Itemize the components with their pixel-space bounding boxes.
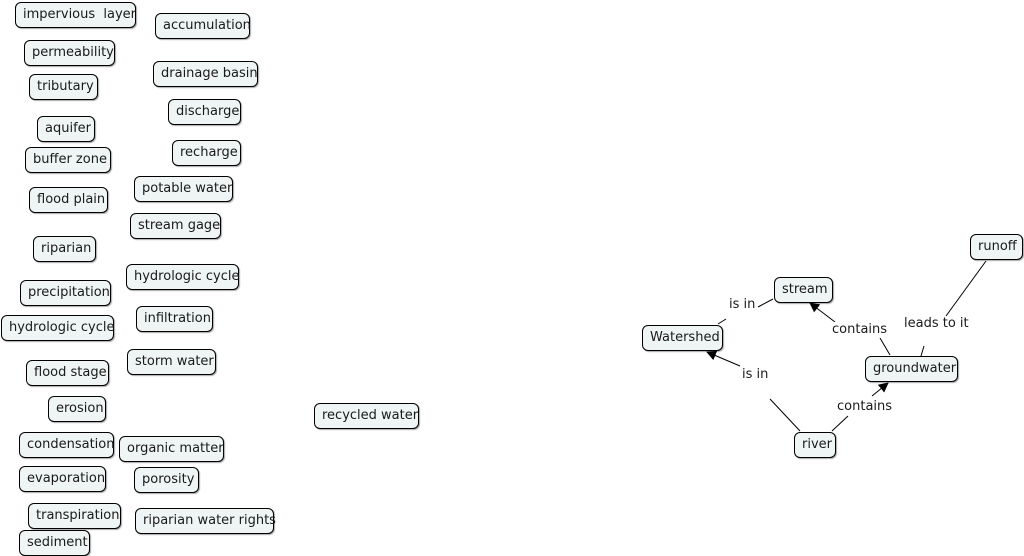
arrow-contains-to-stream [809,302,836,323]
concept-potable-water[interactable]: potable water [134,176,233,202]
concept-accumulation[interactable]: accumulation [155,13,251,39]
link-label-groundwater-contains[interactable]: contains [830,322,890,338]
link-label-leads-to-it[interactable]: leads to it [902,316,971,332]
concept-permeability[interactable]: permeability [24,40,115,66]
concept-erosion[interactable]: erosion [48,396,106,422]
concept-hydrologic-cycle[interactable]: hydrologic cycle [126,264,240,290]
concept-flood-plain[interactable]: flood plain [29,187,108,213]
concept-transpiration[interactable]: transpiration [28,503,121,529]
concept-hydrologic-cycle-left[interactable]: hydrologic cycle [1,315,115,341]
concept-stream[interactable]: stream [774,277,833,303]
concept-riparian-water-rights[interactable]: riparian water rights [135,508,276,534]
concept-organic-matter[interactable]: organic matter [119,436,224,462]
concept-infiltration[interactable]: infiltration [136,306,213,332]
concept-runoff[interactable]: runoff [970,234,1023,260]
link-label-stream-is-in[interactable]: is in [727,297,758,313]
concept-watershed[interactable]: Watershed [642,325,723,351]
link-label-river-is-in[interactable]: is in [740,367,771,383]
line-leads-to-it-to-groundwater [920,345,925,357]
concept-riparian[interactable]: riparian [33,236,96,262]
line-is-in-to-stream [757,298,774,308]
concept-impervious-layer[interactable]: impervious layer [15,2,136,28]
concept-aquifer[interactable]: aquifer [37,116,95,142]
concept-discharge[interactable]: discharge [168,99,241,125]
concept-evaporation[interactable]: evaporation [19,466,106,492]
concept-porosity[interactable]: porosity [134,467,199,493]
concept-recharge[interactable]: recharge [172,140,241,166]
line-river-to-is-in [769,398,801,432]
concept-condensation[interactable]: condensation [19,432,114,458]
concept-flood-stage[interactable]: flood stage [26,360,109,386]
concept-river[interactable]: river [794,432,836,458]
concept-tributary[interactable]: tributary [29,74,98,100]
concept-sediment[interactable]: sediment [19,530,90,556]
line-runoff-to-leads-to-it [945,260,987,317]
arrow-is-in-to-watershed [706,350,741,367]
concept-drainage-basin[interactable]: drainage basin [153,61,258,87]
concept-stream-gage[interactable]: stream gage [130,213,221,239]
arrow-contains-to-groundwater [871,382,889,397]
concept-recycled-water[interactable]: recycled water [314,403,419,429]
concept-precipitation[interactable]: precipitation [20,280,111,306]
line-river-to-contains [831,415,849,432]
concept-storm-water[interactable]: storm water [127,349,216,375]
line-watershed-to-is-in [717,318,727,325]
link-label-river-contains[interactable]: contains [835,399,895,415]
concept-groundwater[interactable]: groundwater [865,356,958,382]
line-groundwater-to-contains [879,337,891,356]
concept-buffer-zone[interactable]: buffer zone [25,147,111,173]
